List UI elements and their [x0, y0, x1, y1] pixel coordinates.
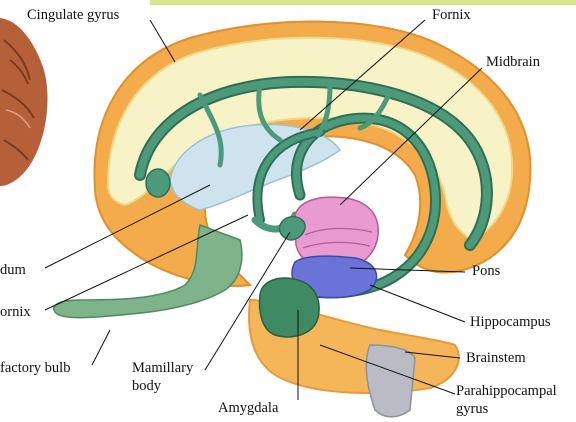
label-parahippocampal-line2: gyrus — [456, 401, 488, 417]
label-cingulate-gyrus: Cingulate gyrus — [27, 7, 119, 23]
label-hippocampus: Hippocampus — [470, 314, 551, 330]
brainstem-shape — [366, 345, 415, 417]
label-amygdala: Amygdala — [218, 400, 278, 416]
septal-knob — [146, 169, 170, 197]
label-mamillary-line2: body — [132, 378, 161, 394]
label-olfactory-bulb: factory bulb — [0, 360, 70, 376]
label-midbrain: Midbrain — [486, 54, 540, 70]
label-fornix-top: Fornix — [432, 7, 471, 23]
label-fornix-left: ornix — [0, 304, 31, 320]
label-mamillary-line1: Mamillary — [132, 360, 193, 376]
brain-thumbnail — [0, 18, 48, 186]
label-pons: Pons — [472, 263, 500, 279]
amygdala-shape — [260, 278, 320, 337]
label-parahippocampal-line1: Parahippocampal — [456, 383, 557, 399]
label-brainstem: Brainstem — [466, 350, 526, 366]
label-indusium: dum — [0, 262, 26, 278]
